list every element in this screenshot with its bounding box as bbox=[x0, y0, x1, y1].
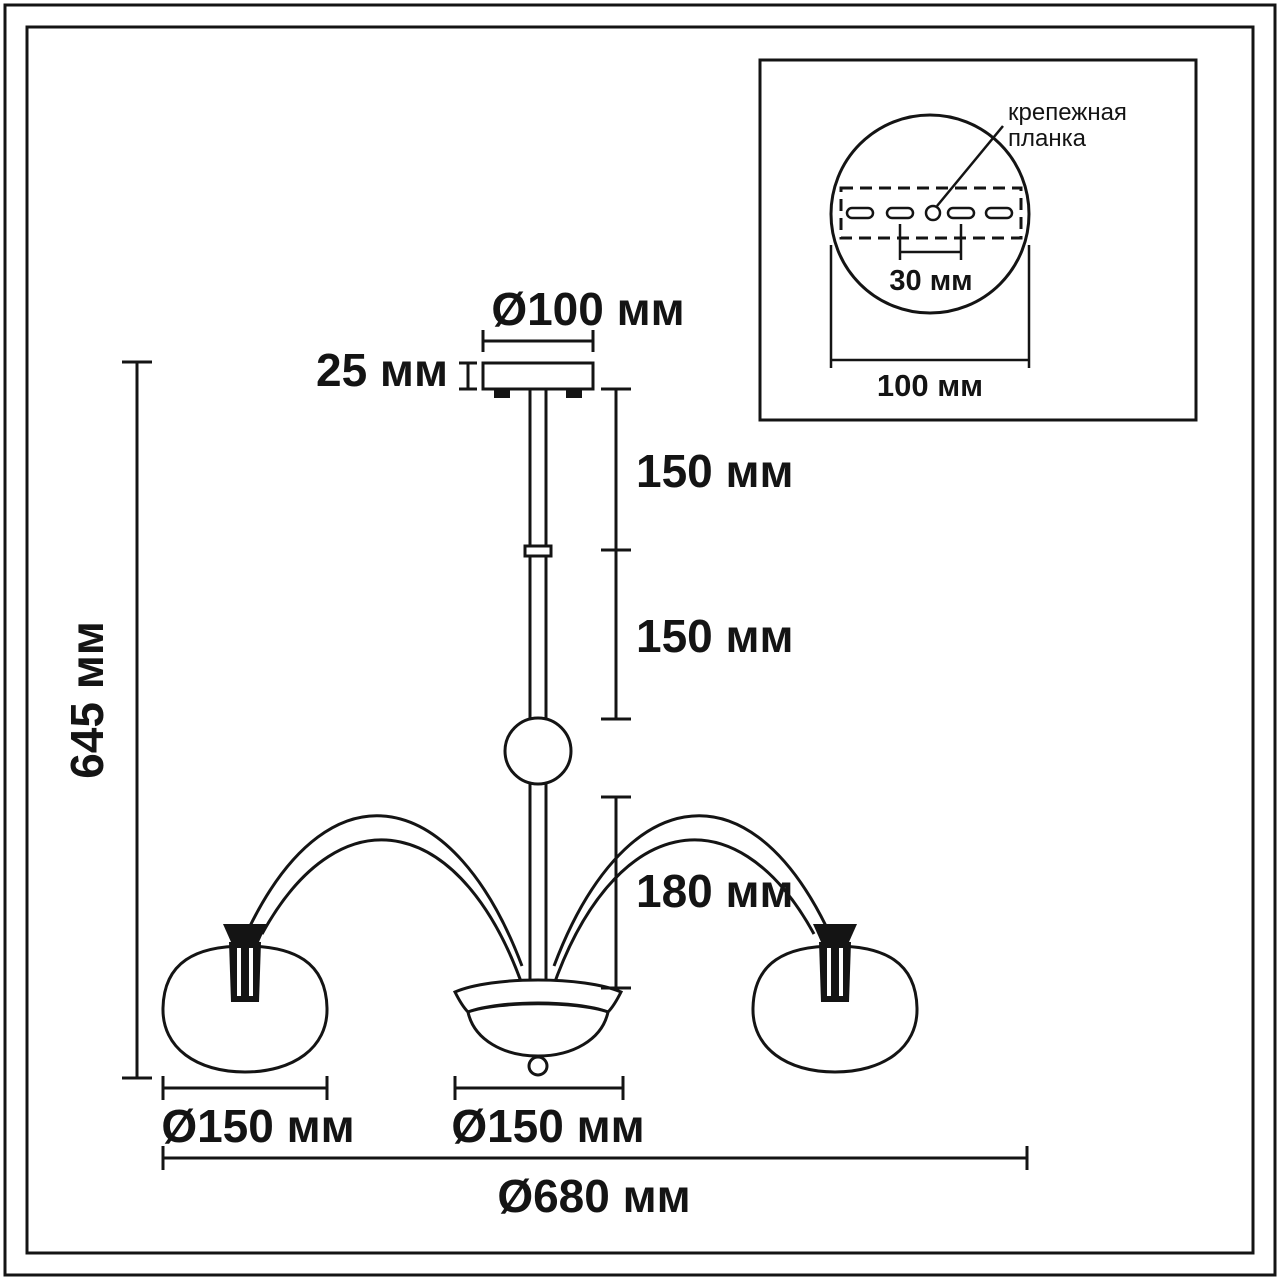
ball-joint bbox=[503, 716, 573, 786]
dim-center-body-diameter: Ø150 мм bbox=[451, 1076, 645, 1152]
finial-knob bbox=[527, 1055, 549, 1077]
right-arm-inner bbox=[550, 838, 816, 991]
plate-slot-2 bbox=[885, 206, 915, 220]
dim-total-width: Ø680 мм bbox=[161, 1146, 1029, 1222]
center-body-bowl bbox=[466, 1002, 610, 1058]
canopy-top-view-circle bbox=[829, 113, 1031, 315]
stem-upper-label: 150 мм bbox=[636, 445, 794, 497]
canopy-diameter-label: Ø100 мм bbox=[491, 283, 684, 335]
stem-lower-label: 150 мм bbox=[636, 610, 794, 662]
slot-spacing-label: 30 мм bbox=[889, 265, 972, 297]
inset-frame bbox=[758, 58, 1198, 422]
inner-frame bbox=[25, 25, 1255, 1255]
total-width-label: Ø680 мм bbox=[497, 1170, 690, 1222]
mounting-plate-outline bbox=[839, 186, 1023, 240]
dim-stem-lower: 150 мм bbox=[601, 550, 794, 721]
right-arm-outer bbox=[552, 814, 828, 967]
dim-shade-diameter: Ø150 мм bbox=[161, 1076, 355, 1152]
left-arm-inner bbox=[260, 838, 526, 991]
plate-width-label: 100 мм bbox=[877, 368, 983, 403]
dim-canopy-height: 25 мм bbox=[316, 344, 477, 396]
plate-slot-3 bbox=[946, 206, 976, 220]
plate-center-hole bbox=[924, 204, 942, 222]
chandelier-drawing bbox=[161, 361, 919, 1077]
arm-drop-label: 180 мм bbox=[636, 865, 794, 917]
dim-stem-upper: 150 мм bbox=[601, 387, 794, 552]
ceiling-canopy bbox=[481, 361, 595, 391]
plate-label-line2: планка bbox=[1008, 125, 1087, 152]
plate-slot-1 bbox=[845, 206, 875, 220]
canopy-height-label: 25 мм bbox=[316, 344, 448, 396]
shade-diameter-label: Ø150 мм bbox=[161, 1100, 354, 1152]
dim-canopy-diameter: Ø100 мм bbox=[481, 283, 685, 352]
plate-label-line1: крепежная bbox=[1008, 99, 1127, 126]
canopy-screw-left bbox=[494, 389, 510, 398]
canopy-screw-right bbox=[566, 389, 582, 398]
stem-coupling bbox=[523, 544, 553, 558]
left-socket bbox=[223, 924, 267, 1002]
total-height-label: 645 мм bbox=[61, 621, 113, 779]
right-socket bbox=[813, 924, 857, 1002]
plate-label-leader-line bbox=[936, 125, 1004, 207]
plate-slot-4 bbox=[984, 206, 1014, 220]
center-body-diameter-label: Ø150 мм bbox=[451, 1100, 644, 1152]
dim-arm-drop: 180 мм bbox=[601, 795, 794, 990]
mounting-plate-inset: крепежная планка 30 мм 100 мм bbox=[758, 58, 1198, 422]
outer-frame bbox=[3, 3, 1277, 1277]
left-arm-outer bbox=[248, 814, 524, 967]
dim-total-height: 645 мм bbox=[61, 360, 152, 1080]
left-glass-shade bbox=[161, 944, 329, 1074]
right-glass-shade bbox=[751, 944, 919, 1074]
